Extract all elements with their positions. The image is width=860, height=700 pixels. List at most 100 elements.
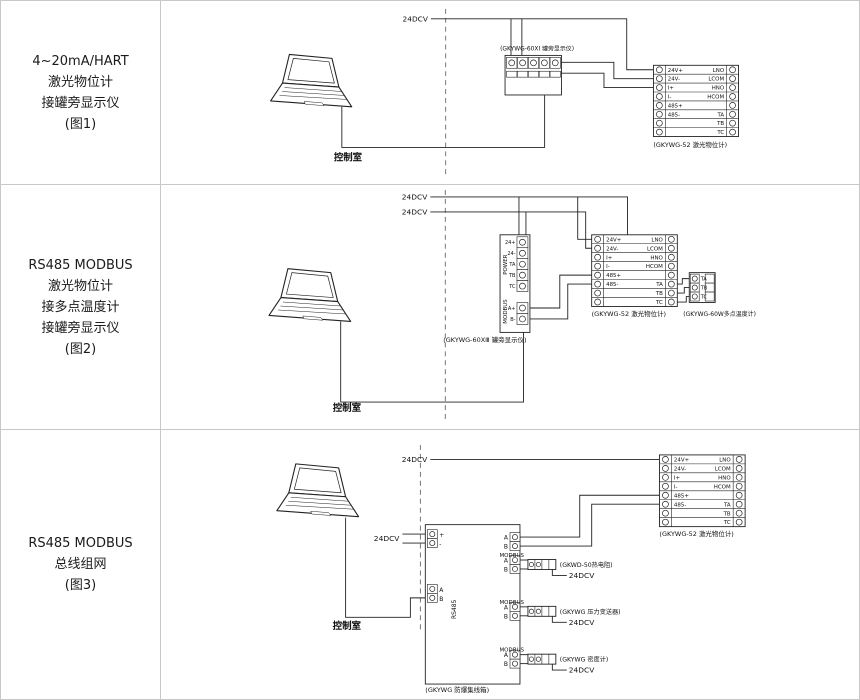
wire	[677, 278, 690, 285]
title-line: RS485 MODBUS	[28, 257, 133, 273]
wire	[519, 494, 660, 538]
branch-device-caption: (GKYWG 压力变送器)	[560, 608, 621, 616]
diagram1-title: 4~20mA/HART 激光物位计 接罐旁显示仪 (图1)	[1, 1, 161, 184]
terminal-label: A	[504, 652, 509, 659]
terminal-label: A	[504, 535, 509, 542]
power-section-label: POWER	[503, 254, 509, 274]
wire	[527, 274, 592, 309]
terminal-label: B	[504, 613, 508, 620]
terminal-label: TA	[700, 277, 708, 283]
laser-meter-caption: (GKYWG-52 激光物位计)	[659, 529, 733, 538]
control-room-label: 控制室	[333, 620, 362, 632]
terminal-label: A	[504, 604, 509, 611]
dc-supply-label: 24DCV	[569, 618, 595, 627]
rs485-bus-label: RS485	[451, 599, 458, 619]
terminal-label: TC	[508, 284, 516, 290]
title-line: (图2)	[64, 341, 97, 357]
hub-terminal-box: + - A B RS485 A B A B A B	[424, 524, 521, 685]
dc-supply-label: 24DCV	[569, 666, 595, 675]
control-room-label: 控制室	[333, 402, 362, 414]
laser-meter-terminal-block	[658, 454, 746, 528]
wiring	[341, 18, 654, 148]
terminal-label: 24+	[505, 240, 516, 246]
dc-supply-label: 24DCV	[402, 192, 428, 201]
tank-display-terminal-block	[504, 54, 562, 96]
diagram3-canvas: 24DCV 24DCV 控制室 (GKYWG-52 激光物位计) + - A B…	[276, 444, 746, 694]
dc-supply-label: 24DCV	[402, 207, 428, 216]
laser-meter-caption: (GKYWG-52 激光物位计)	[592, 309, 666, 318]
terminal-label: B	[504, 566, 508, 573]
terminal-label: A+	[508, 306, 516, 312]
terminal-label: B	[504, 661, 508, 668]
branch-terminal-block	[527, 653, 557, 665]
diagram2-band: RS485 MODBUS 激光物位计 接多点温度计 接罐旁显示仪 (图2) 24	[1, 185, 859, 430]
modbus-section-label: MODBUS	[503, 299, 509, 324]
terminal-label: -	[439, 541, 441, 548]
diagram1-band: 4~20mA/HART 激光物位计 接罐旁显示仪 (图1) 24DCV 控制室 …	[1, 1, 859, 185]
title-line: 总线组网	[54, 557, 107, 572]
wire	[551, 569, 567, 576]
diagram2-title: RS485 MODBUS 激光物位计 接多点温度计 接罐旁显示仪 (图2)	[1, 185, 161, 429]
wire	[577, 196, 592, 240]
wire	[561, 61, 654, 80]
tank-display-terminal-block: 24+ 24- TA TB TC A+ B- POWER MODBUS	[499, 234, 531, 333]
diagram3-title: RS485 MODBUS 总线组网 (图3)	[1, 430, 161, 699]
terminal-label: B-	[510, 317, 515, 323]
thermometer-terminal-block: TA TB TC	[688, 272, 716, 303]
terminal-label: TA	[508, 262, 516, 268]
wire	[430, 18, 654, 71]
terminal-label: +	[439, 532, 444, 539]
title-line: 4~20mA/HART	[32, 53, 129, 69]
branch-device-caption: (GKYWG 密度计)	[560, 656, 608, 664]
wire	[677, 287, 690, 294]
branch-device-caption: (GKWD-50热电阻)	[560, 561, 613, 569]
terminal-label: B	[504, 544, 508, 551]
wire	[341, 94, 546, 148]
wire	[561, 72, 654, 88]
title-line: 接多点温度计	[41, 299, 120, 315]
dc-supply-label: 24DCV	[403, 14, 428, 23]
hub-caption: (GKYWG 防爆集线箱)	[425, 685, 489, 694]
wire	[551, 664, 567, 671]
branch-terminal-block	[527, 559, 557, 570]
laptop-icon	[268, 268, 352, 322]
wire	[430, 196, 628, 235]
laptop-icon	[276, 463, 360, 518]
diagram2-canvas: 24DCV 24DCV 控制室 24+ 24- TA TB TC A+ B	[268, 189, 756, 423]
wire	[551, 616, 567, 623]
modbus-branch-label: MODBUS	[499, 648, 524, 654]
dc-supply-label: 24DCV	[402, 455, 428, 464]
title-line: 激光物位计	[47, 74, 113, 90]
title-line: RS485 MODBUS	[28, 536, 133, 551]
wire	[677, 296, 690, 303]
title-line: (图3)	[64, 578, 97, 593]
display-caption: (GKYWG-60XⅠ 罐旁显示仪)	[500, 44, 574, 52]
terminal-label: B	[439, 596, 443, 603]
terminal-label: 24-	[507, 251, 515, 257]
laser-meter-caption: (GKYWG-52 激光物位计)	[653, 140, 727, 149]
modbus-branch-label: MODBUS	[499, 553, 524, 559]
wire	[519, 503, 660, 547]
wire	[430, 211, 592, 249]
title-line: 激光物位计	[47, 278, 113, 294]
terminal-label: A	[504, 558, 509, 565]
branch-terminal-block	[527, 605, 557, 617]
wiring	[345, 458, 660, 671]
wiring	[340, 196, 690, 403]
wire	[527, 283, 592, 320]
terminal-label: A	[439, 587, 444, 594]
display-caption: (GKYWG-60XⅢ 罐旁显示仪)	[443, 335, 526, 344]
dc-supply-label: 24DCV	[374, 534, 400, 543]
wire	[345, 517, 428, 618]
title-line: 接罐旁显示仪	[41, 320, 120, 336]
thermometer-caption: (GKYWG-60W多点温度计)	[683, 310, 756, 318]
wire	[340, 321, 524, 403]
dc-supply-label: 24DCV	[569, 571, 595, 580]
terminal-label: TC	[700, 295, 708, 301]
terminal-label: TB	[700, 286, 708, 292]
terminal-label: TB	[508, 273, 516, 279]
modbus-branch-label: MODBUS	[499, 600, 524, 606]
title-line: (图1)	[64, 116, 97, 132]
laser-meter-terminal-block	[652, 64, 739, 138]
